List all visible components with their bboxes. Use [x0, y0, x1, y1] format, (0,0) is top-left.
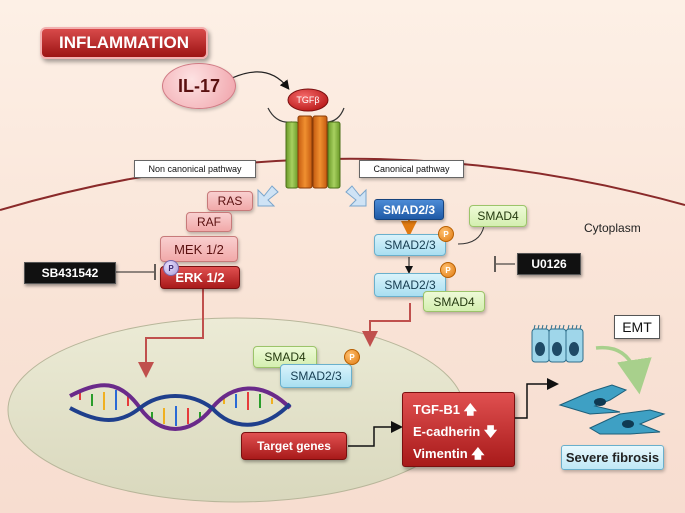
sb431542-inhibitor: SB431542 [24, 262, 116, 284]
smad23-receptor-node: SMAD2/3 [374, 199, 444, 220]
target-genes-arrow [348, 421, 403, 447]
fibroblast-cells [558, 384, 666, 435]
nuclear-smad-phospho-badge: P [344, 349, 360, 365]
il17-node: IL-17 [162, 63, 236, 109]
nuclear-smad4-node: SMAD4 [253, 346, 317, 368]
smad4-complex-node: SMAD4 [423, 291, 485, 312]
erk-node: ERK 1/2 [160, 266, 240, 289]
non-canonical-arrow [257, 185, 279, 207]
tgf-b1-label: TGF-B1 [413, 401, 460, 417]
smad4-free-node: SMAD4 [469, 205, 527, 227]
u0126-inhibitor: U0126 [517, 253, 581, 275]
erk-phospho-badge: P [163, 260, 179, 276]
epithelial-cells [531, 324, 584, 363]
tgfb-label: TGFβ [296, 95, 320, 105]
erk-nucleus-arrow [138, 289, 204, 378]
mek-node: MEK 1/2 [160, 236, 238, 262]
smad4-binding-curve [457, 225, 485, 245]
raf-node: RAF [186, 212, 232, 232]
target-genes-node: Target genes [241, 432, 347, 460]
cell-membrane [0, 157, 685, 211]
canonical-arrow [345, 185, 367, 207]
smad23-phospho-badge-2: P [440, 262, 456, 278]
tgf-b1-up-arrow-icon: 🡅 [463, 401, 477, 417]
canonical-pathway-label: Canonical pathway [359, 160, 464, 178]
smad23-phospho-badge-1: P [438, 226, 454, 242]
smad23-complex-node: SMAD2/3 [374, 273, 446, 297]
tgfb-ligand [287, 88, 329, 112]
emt-label: EMT [614, 315, 660, 339]
receptor-orange-right [312, 115, 328, 189]
ras-node: RAS [207, 191, 253, 211]
genes-emt-arrow [515, 378, 559, 419]
inflammation-label: INFLAMMATION [59, 33, 189, 52]
gene-expression-box: TGF-B1 🡅 E-cadherin 🡇 Vimentin 🡅 [402, 392, 515, 467]
vimentin-label: Vimentin [413, 445, 468, 461]
vimentin-up-arrow-icon: 🡅 [471, 445, 485, 461]
nuclear-smad23-node: SMAD2/3 [280, 364, 352, 388]
il17-arrow [231, 71, 290, 90]
receptor-orange-left [297, 115, 313, 189]
cytoplasm-label: Cytoplasm [584, 221, 641, 235]
e-cadherin-down-arrow-icon: 🡇 [483, 423, 498, 439]
non-canonical-pathway-label: Non canonical pathway [134, 160, 256, 178]
tgf-b1-row: TGF-B1 🡅 [413, 399, 477, 421]
e-cadherin-row: E-cadherin 🡇 [413, 421, 497, 443]
il17-label: IL-17 [177, 75, 220, 96]
receptor-green-right [327, 121, 341, 189]
smad23-phospho-node: SMAD2/3 [374, 234, 446, 256]
e-cadherin-label: E-cadherin [413, 423, 481, 439]
smad-nucleus-arrow [362, 303, 411, 347]
vimentin-row: Vimentin 🡅 [413, 443, 485, 465]
severe-fibrosis-label: Severe fibrosis [561, 445, 664, 470]
dna-helix [69, 383, 292, 431]
receptor-arc-left [267, 107, 293, 123]
inflammation-banner: INFLAMMATION [40, 27, 208, 59]
emt-curve-arrow [595, 345, 652, 395]
receptor-green-left [285, 121, 299, 189]
